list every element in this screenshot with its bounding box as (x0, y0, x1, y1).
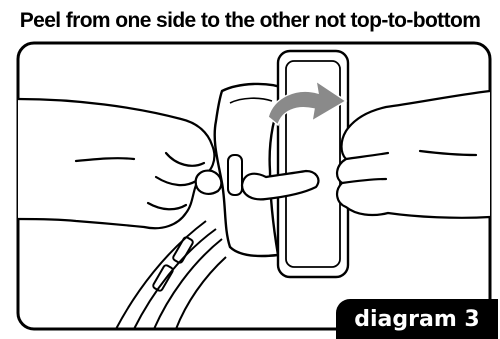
illustration-frame (16, 41, 492, 331)
film-tab (228, 155, 242, 195)
diagram-title: Peel from one side to the other not top-… (0, 9, 500, 33)
illustration (16, 41, 492, 331)
phone-mount (278, 51, 348, 277)
diagram-caption: diagram 3 (336, 300, 498, 339)
